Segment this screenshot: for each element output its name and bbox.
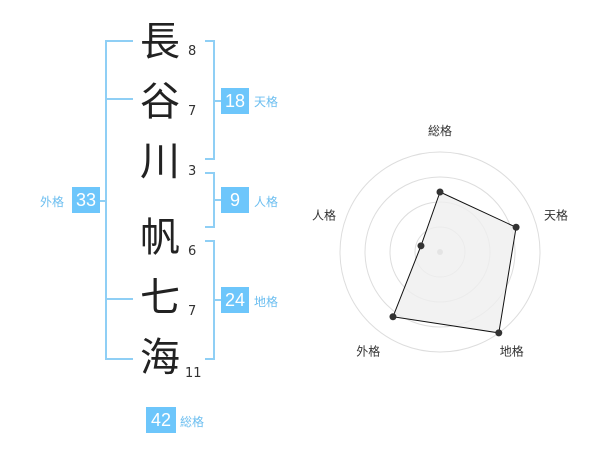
radar-ring-4: [339, 151, 541, 353]
tenkaku-bracket: [205, 40, 215, 160]
jinkaku-value-badge: 9: [221, 187, 249, 213]
stroke-count-2: 7: [188, 104, 197, 119]
tenkaku-label: 天格: [254, 95, 279, 109]
stroke-count-1: 8: [188, 44, 197, 59]
radar-ring-3: [364, 176, 516, 328]
chikaku-value-badge: 24: [221, 287, 249, 313]
name-char-4: 帆: [140, 215, 180, 261]
name-char-5: 七: [140, 275, 180, 321]
gaikaku-label: 外格: [40, 195, 65, 209]
radar-point-1: [436, 188, 444, 196]
jinkaku-connector: [215, 199, 221, 201]
gaikaku-bracket: [105, 40, 133, 360]
stroke-count-3: 3: [188, 164, 197, 179]
stroke-count-5: 7: [188, 304, 197, 319]
gaikaku-bracket-tick-top: [105, 98, 133, 100]
gaikaku-value-badge: 33: [72, 187, 100, 213]
soukaku-value-badge: 42: [146, 407, 176, 433]
chikaku-connector: [215, 299, 221, 301]
radar-axis-label-3: 地格: [500, 344, 524, 359]
name-char-1: 長: [140, 19, 180, 65]
stroke-count-6: 11: [185, 366, 202, 381]
stroke-count-4: 6: [188, 244, 197, 259]
radar-point-2: [512, 223, 520, 231]
chikaku-label: 地格: [254, 295, 279, 309]
name-char-6: 海: [140, 335, 180, 381]
radar-axis-label-1: 総格: [428, 123, 452, 138]
radar-point-3: [495, 329, 503, 337]
gaikaku-connector: [97, 200, 105, 202]
name-char-2: 谷: [140, 79, 180, 125]
radar-point-5: [417, 242, 425, 250]
jinkaku-label: 人格: [254, 195, 279, 209]
radar-axis-label-2: 天格: [544, 207, 568, 222]
radar-axis-label-4: 外格: [356, 344, 380, 359]
chikaku-bracket: [205, 240, 215, 360]
gaikaku-bracket-tick-bottom: [105, 298, 133, 300]
tenkaku-value-badge: 18: [221, 88, 249, 114]
soukaku-label: 総格: [180, 415, 205, 429]
radar-axis-label-5: 人格: [312, 207, 336, 222]
name-char-3: 川: [140, 139, 180, 185]
tenkaku-connector: [215, 100, 221, 102]
radar-area: [392, 191, 517, 334]
jinkaku-bracket: [205, 172, 215, 228]
radar-point-4: [389, 313, 397, 321]
